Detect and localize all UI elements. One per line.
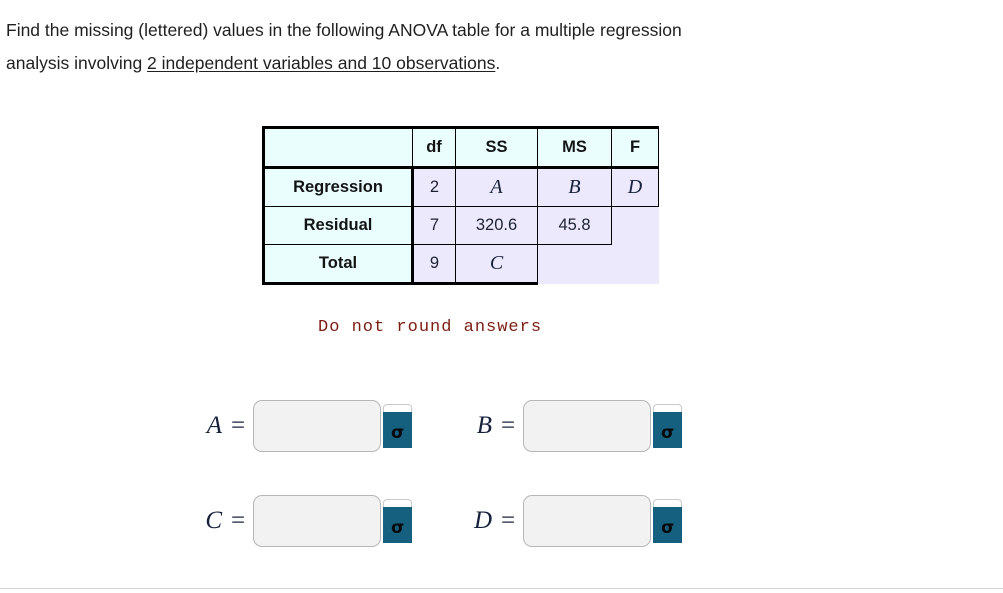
cell-residual-ms: 45.8 bbox=[537, 206, 612, 245]
answer-input-b[interactable] bbox=[523, 399, 652, 452]
prompt-line-2-suffix: . bbox=[495, 53, 501, 73]
sigma-glyph-icon: σ bbox=[660, 517, 675, 538]
header-corner-blank bbox=[262, 126, 413, 169]
answer-row-ab: A = σ B = σ bbox=[196, 378, 716, 473]
answer-label-a: A bbox=[206, 411, 222, 439]
cell-regression-f: D bbox=[611, 167, 659, 207]
row-label-total: Total bbox=[262, 244, 414, 285]
answer-input-d[interactable] bbox=[523, 494, 652, 547]
cell-residual-f-empty bbox=[611, 206, 659, 245]
math-keyboard-body-icon: σ bbox=[653, 506, 683, 543]
cell-regression-df: 2 bbox=[412, 167, 456, 207]
table-row: Regression 2 A B D bbox=[262, 167, 659, 207]
footer-divider bbox=[0, 588, 1003, 589]
answer-input-c[interactable] bbox=[253, 494, 382, 547]
cell-total-df: 9 bbox=[412, 244, 456, 285]
header-df: df bbox=[412, 126, 456, 169]
answer-label-d: D bbox=[473, 506, 492, 534]
row-label-regression: Regression bbox=[262, 167, 414, 207]
header-ms: MS bbox=[537, 126, 612, 169]
answer-equals-c: = bbox=[231, 506, 246, 534]
prompt-underlined-phrase: 2 independent variables and 10 observati… bbox=[147, 53, 496, 73]
cell-residual-ss: 320.6 bbox=[455, 206, 538, 245]
math-keyboard-button-a[interactable]: σ bbox=[383, 403, 413, 448]
answer-equals-b: = bbox=[501, 411, 516, 439]
math-keyboard-body-icon: σ bbox=[383, 506, 413, 543]
table-row: Residual 7 320.6 45.8 bbox=[262, 206, 659, 245]
sigma-glyph-icon: σ bbox=[660, 422, 675, 443]
header-f: F bbox=[611, 126, 659, 169]
header-ss: SS bbox=[455, 126, 538, 169]
anova-table: df SS MS F Regression 2 A B D Residual 7… bbox=[262, 126, 659, 285]
cell-regression-ss: A bbox=[455, 167, 538, 207]
math-keyboard-button-d[interactable]: σ bbox=[653, 498, 683, 543]
cell-total-f-empty bbox=[611, 244, 659, 284]
do-not-round-note: Do not round answers bbox=[318, 318, 543, 337]
cell-total-ms-empty bbox=[537, 244, 612, 284]
answer-row-cd: C = σ D = σ bbox=[196, 473, 716, 568]
answer-equals-a: = bbox=[231, 411, 246, 439]
anova-table-container: df SS MS F Regression 2 A B D Residual 7… bbox=[262, 126, 659, 285]
math-keyboard-lid-icon bbox=[653, 403, 683, 413]
answer-input-a[interactable] bbox=[253, 399, 382, 452]
math-keyboard-button-c[interactable]: σ bbox=[383, 498, 413, 543]
math-keyboard-body-icon: σ bbox=[383, 411, 413, 448]
answer-item-c: C = σ bbox=[196, 494, 466, 547]
math-keyboard-lid-icon bbox=[383, 498, 413, 508]
answer-equals-d: = bbox=[501, 506, 516, 534]
math-keyboard-body-icon: σ bbox=[653, 411, 683, 448]
sigma-glyph-icon: σ bbox=[390, 422, 405, 443]
answer-label-c: C bbox=[205, 506, 222, 534]
table-row: Total 9 C bbox=[262, 244, 659, 285]
answer-item-b: B = σ bbox=[466, 399, 683, 452]
cell-regression-ms: B bbox=[537, 167, 612, 207]
answer-fields-grid: A = σ B = σ C = bbox=[196, 378, 716, 568]
sigma-glyph-icon: σ bbox=[390, 517, 405, 538]
cell-total-ss: C bbox=[455, 244, 538, 285]
row-label-residual: Residual bbox=[262, 206, 414, 245]
table-header-row: df SS MS F bbox=[262, 126, 659, 169]
prompt-line-2-prefix: analysis involving bbox=[6, 53, 148, 73]
question-prompt: Find the missing (lettered) values in th… bbox=[6, 14, 966, 80]
math-keyboard-button-b[interactable]: σ bbox=[653, 403, 683, 448]
answer-label-b: B bbox=[476, 411, 492, 439]
math-keyboard-lid-icon bbox=[383, 403, 413, 413]
prompt-line-1: Find the missing (lettered) values in th… bbox=[6, 20, 682, 40]
answer-item-d: D = σ bbox=[466, 494, 683, 547]
answer-item-a: A = σ bbox=[196, 399, 466, 452]
math-keyboard-lid-icon bbox=[653, 498, 683, 508]
cell-residual-df: 7 bbox=[412, 206, 456, 245]
